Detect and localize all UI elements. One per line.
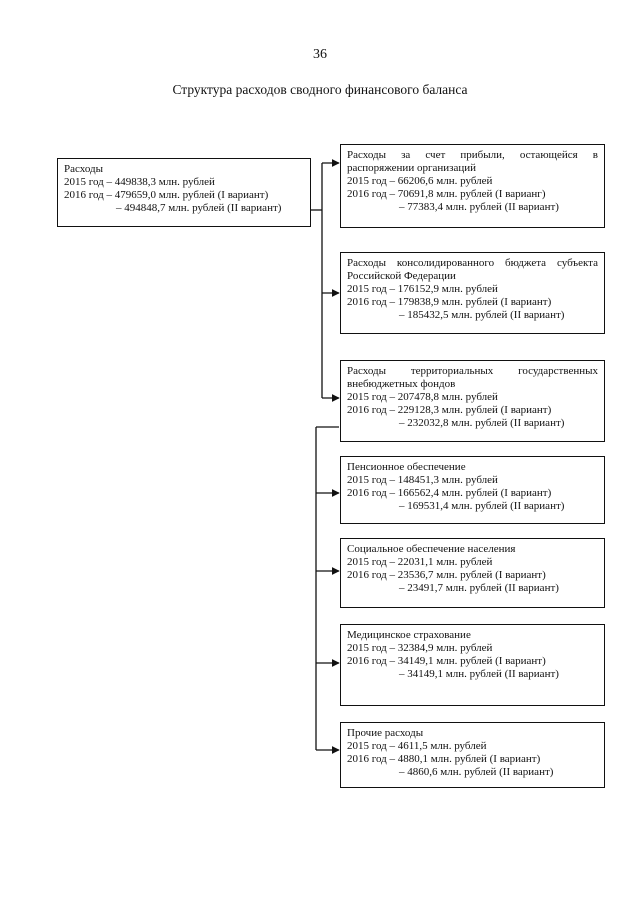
line-2015: 2015 год – 449838,3 млн. рублей xyxy=(64,176,215,188)
line-2016-v1: 2016 год – 34149,1 млн. рублей (I вариан… xyxy=(347,655,546,667)
line-2016-v2: – 34149,1 млн. рублей (II вариант) xyxy=(399,668,559,680)
box-regional-budget: Расходы консолидированного бюджета субъе… xyxy=(340,252,605,334)
box-title: Медицинское страхование xyxy=(347,629,471,641)
box-title: Прочие расходы xyxy=(347,727,424,739)
line-2016-v1: 2016 год – 479659,0 млн. рублей (I вариа… xyxy=(64,189,269,201)
page-number: 36 xyxy=(313,47,327,62)
line-2016-v2: – 494848,7 млн. рублей (II вариант) xyxy=(116,202,282,214)
line-2016-v2: – 169531,4 млн. рублей (II вариант) xyxy=(399,500,565,512)
box-root: Расходы 2015 год – 449838,3 млн. рублей … xyxy=(57,158,311,227)
box-title: Расходы консолидированного бюджета субъе… xyxy=(347,257,598,282)
box-extrabudgetary-funds: Расходы территориальных государственных … xyxy=(340,360,605,442)
line-2015: 2015 год – 32384,9 млн. рублей xyxy=(347,642,493,654)
line-2015: 2015 год – 4611,5 млн. рублей xyxy=(347,740,487,752)
line-2016-v1: 2016 год – 166562,4 млн. рублей (I вариа… xyxy=(347,487,552,499)
box-social-security: Социальное обеспечение населения 2015 го… xyxy=(340,538,605,608)
line-2015: 2015 год – 176152,9 млн. рублей xyxy=(347,283,498,295)
box-title: Расходы территориальных государственных … xyxy=(347,365,598,390)
line-2016-v1: 2016 год – 179838,9 млн. рублей (I вариа… xyxy=(347,296,552,308)
box-title: Социальное обеспечение населения xyxy=(347,543,516,555)
line-2016-v1: 2016 год – 23536,7 млн. рублей (I вариан… xyxy=(347,569,546,581)
box-organizations-profit: Расходы за счет прибыли, остающейся в ра… xyxy=(340,144,605,228)
box-title: Расходы за счет прибыли, остающейся в ра… xyxy=(347,149,598,174)
line-2015: 2015 год – 148451,3 млн. рублей xyxy=(347,474,498,486)
line-2015: 2015 год – 207478,8 млн. рублей xyxy=(347,391,498,403)
line-2016-v1: 2016 год – 70691,8 млн. рублей (I вариан… xyxy=(347,188,546,200)
line-2016-v1: 2016 год – 4880,1 млн. рублей (I вариант… xyxy=(347,753,541,765)
line-2015: 2015 год – 22031,1 млн. рублей xyxy=(347,556,493,568)
page-title: Структура расходов сводного финансового … xyxy=(172,82,468,97)
line-2016-v2: – 185432,5 млн. рублей (II вариант) xyxy=(399,309,565,321)
line-2016-v2: – 23491,7 млн. рублей (II вариант) xyxy=(399,582,559,594)
box-title: Пенсионное обеспечение xyxy=(347,461,466,473)
line-2016-v2: – 232032,8 млн. рублей (II вариант) xyxy=(399,417,565,429)
line-2016-v2: – 4860,6 млн. рублей (II вариант) xyxy=(399,766,554,778)
line-2015: 2015 год – 66206,6 млн. рублей xyxy=(347,175,493,187)
line-2016-v2: – 77383,4 млн. рублей (II вариант) xyxy=(399,201,559,213)
box-medical-insurance: Медицинское страхование 2015 год – 32384… xyxy=(340,624,605,706)
box-pension: Пенсионное обеспечение 2015 год – 148451… xyxy=(340,456,605,524)
box-other-expenses: Прочие расходы 2015 год – 4611,5 млн. ру… xyxy=(340,722,605,788)
line-2016-v1: 2016 год – 229128,3 млн. рублей (I вариа… xyxy=(347,404,552,416)
box-title: Расходы xyxy=(64,163,103,175)
